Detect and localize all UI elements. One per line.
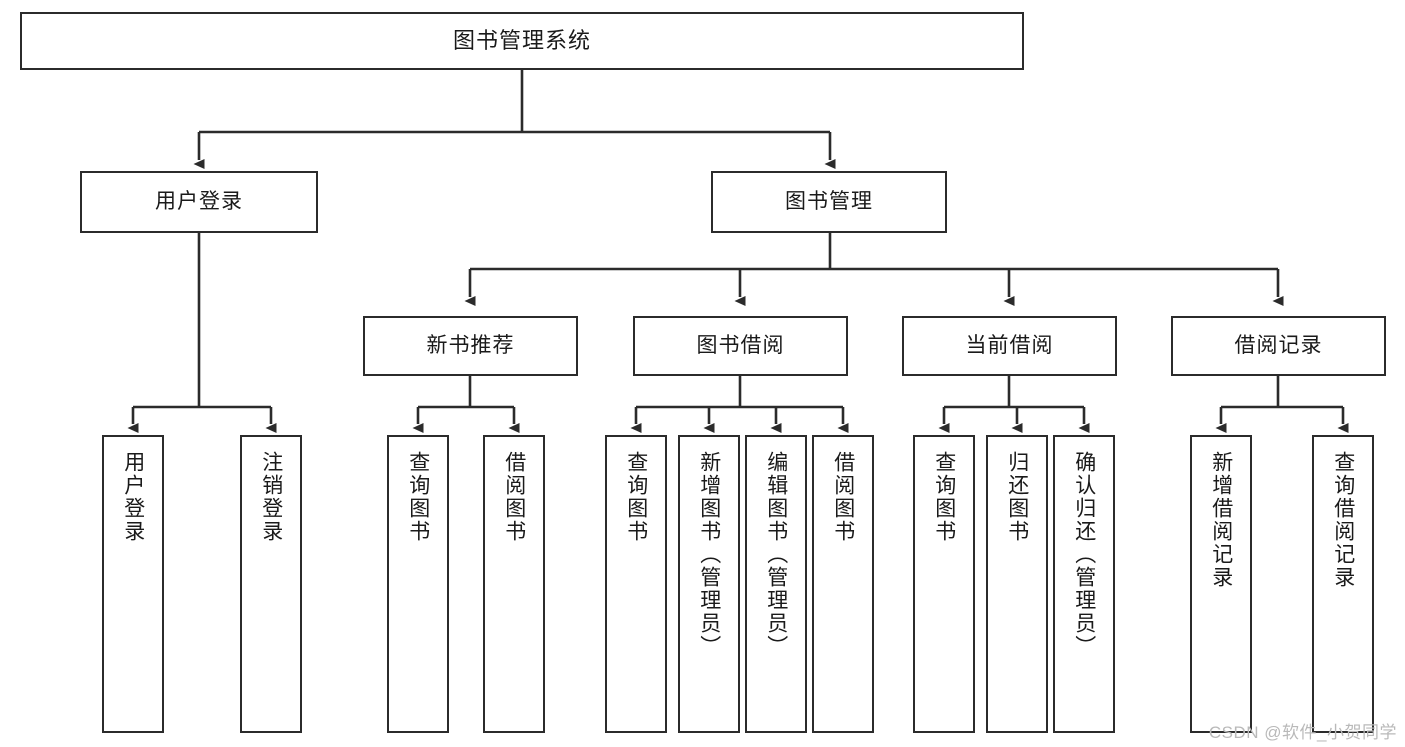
node-leaf-bb-query-book-label: 查询图书: [624, 451, 648, 543]
node-leaf-cb-query-book-label: 查询图书: [932, 451, 956, 543]
node-book-manage-label: 图书管理: [785, 190, 873, 214]
node-new-book-recommend[interactable]: 新书推荐: [363, 316, 578, 376]
node-leaf-cb-confirm-return[interactable]: 确认归还（管理员）: [1053, 435, 1115, 733]
node-current-borrow-label: 当前借阅: [965, 334, 1054, 358]
node-leaf-br-add-record-label: 新增借阅记录: [1209, 451, 1233, 589]
node-leaf-cb-return-book-label: 归还图书: [1005, 451, 1029, 543]
node-leaf-br-query-record[interactable]: 查询借阅记录: [1312, 435, 1374, 733]
node-book-manage[interactable]: 图书管理: [711, 171, 947, 233]
node-borrow-record-label: 借阅记录: [1234, 334, 1323, 358]
node-leaf-user-login-label: 用户登录: [121, 451, 145, 543]
node-book-borrow-label: 图书借阅: [696, 334, 785, 358]
node-leaf-cb-return-book[interactable]: 归还图书: [986, 435, 1048, 733]
node-leaf-bb-borrow-book-label: 借阅图书: [831, 451, 855, 543]
node-leaf-rec-borrow-book-label: 借阅图书: [502, 451, 526, 543]
node-leaf-br-add-record[interactable]: 新增借阅记录: [1190, 435, 1252, 733]
node-leaf-bb-borrow-book[interactable]: 借阅图书: [812, 435, 874, 733]
node-leaf-user-logout[interactable]: 注销登录: [240, 435, 302, 733]
node-user-login[interactable]: 用户登录: [80, 171, 318, 233]
node-leaf-rec-query-book-label: 查询图书: [406, 451, 430, 543]
node-leaf-bb-edit-book-label: 编辑图书（管理员）: [764, 451, 788, 658]
node-new-book-recommend-label: 新书推荐: [426, 334, 515, 358]
node-root[interactable]: 图书管理系统: [20, 12, 1024, 70]
node-leaf-cb-query-book[interactable]: 查询图书: [913, 435, 975, 733]
node-root-label: 图书管理系统: [452, 27, 591, 53]
node-borrow-record[interactable]: 借阅记录: [1171, 316, 1386, 376]
node-leaf-bb-add-book-label: 新增图书（管理员）: [697, 451, 721, 658]
node-leaf-cb-confirm-return-label: 确认归还（管理员）: [1072, 451, 1096, 658]
node-leaf-bb-add-book[interactable]: 新增图书（管理员）: [678, 435, 740, 733]
node-leaf-bb-edit-book[interactable]: 编辑图书（管理员）: [745, 435, 807, 733]
watermark: CSDN @软件_小贺同学: [1208, 723, 1397, 742]
node-leaf-user-login[interactable]: 用户登录: [102, 435, 164, 733]
node-current-borrow[interactable]: 当前借阅: [902, 316, 1117, 376]
node-leaf-rec-borrow-book[interactable]: 借阅图书: [483, 435, 545, 733]
node-leaf-user-logout-label: 注销登录: [259, 451, 283, 543]
node-book-borrow[interactable]: 图书借阅: [633, 316, 848, 376]
node-leaf-rec-query-book[interactable]: 查询图书: [387, 435, 449, 733]
node-leaf-bb-query-book[interactable]: 查询图书: [605, 435, 667, 733]
node-user-login-label: 用户登录: [155, 190, 243, 214]
node-leaf-br-query-record-label: 查询借阅记录: [1331, 451, 1355, 589]
